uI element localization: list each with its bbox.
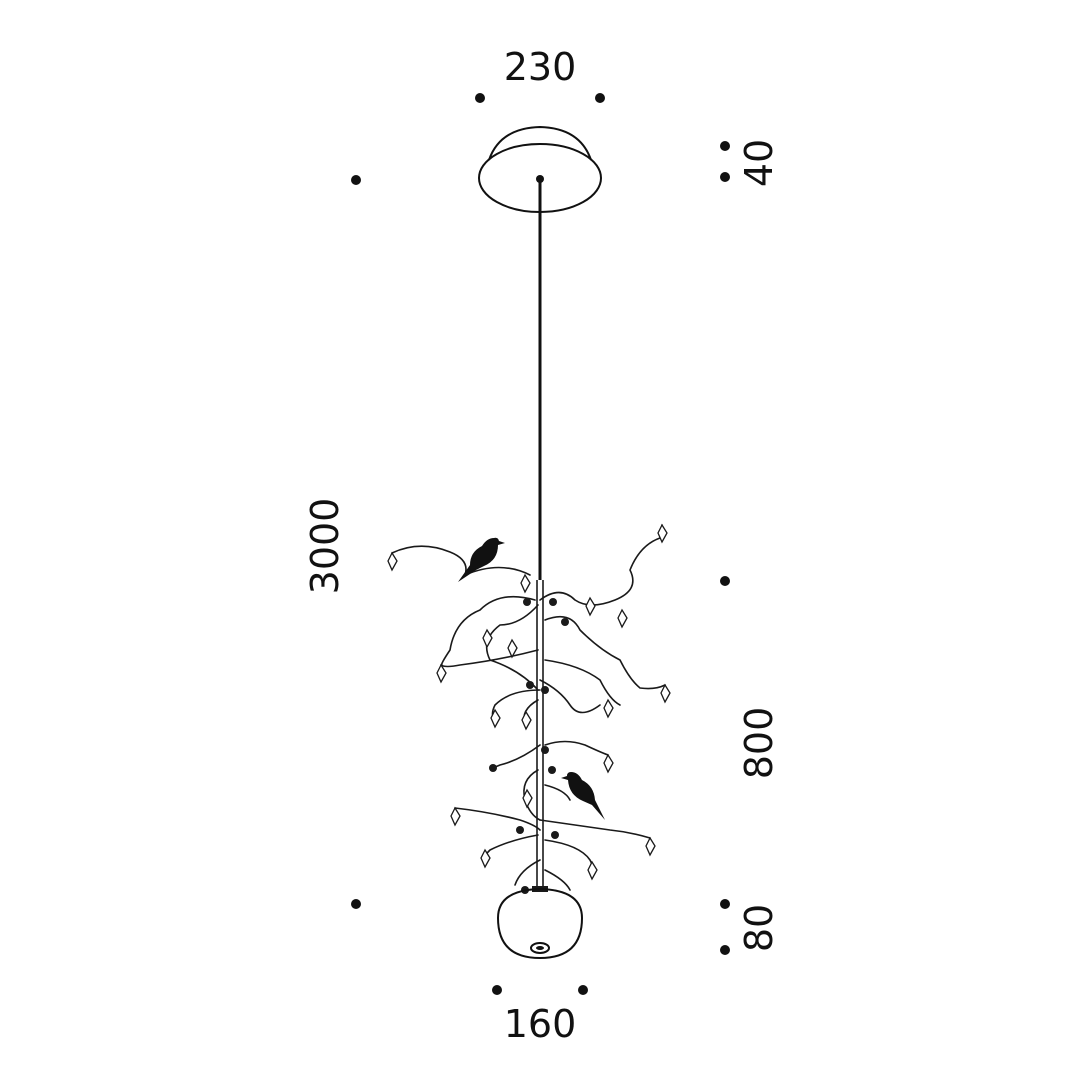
canopy-width-marker-left (475, 93, 485, 103)
central-stem (536, 580, 544, 888)
total-height-marker-top (351, 175, 361, 185)
canopy-height-marker-bottom (720, 172, 730, 182)
fixture-height-marker-top (720, 576, 730, 586)
total-height-label: 3000 (303, 498, 347, 595)
bowl-height-label: 80 (737, 904, 781, 952)
total-height-marker-bottom (351, 899, 361, 909)
bowl-width-marker-right (578, 985, 588, 995)
bowl-height-marker-bottom (720, 945, 730, 955)
fixture-height-label: 800 (737, 707, 781, 780)
bird-upper-left (458, 537, 505, 582)
canopy-height-marker-top (720, 141, 730, 151)
crystal-drops (387, 523, 671, 881)
canopy-height-label: 40 (737, 139, 781, 187)
bird-lower-right (561, 772, 605, 820)
canopy-width-marker-right (595, 93, 605, 103)
dimension-markers (351, 93, 730, 995)
bowl-height-marker-top (720, 899, 730, 909)
bottom-bowl (496, 886, 584, 960)
bowl-width-marker-left (492, 985, 502, 995)
wire-clips (489, 598, 569, 894)
bowl-diameter-label: 160 (504, 1002, 577, 1046)
canopy-diameter-label: 230 (504, 45, 577, 89)
